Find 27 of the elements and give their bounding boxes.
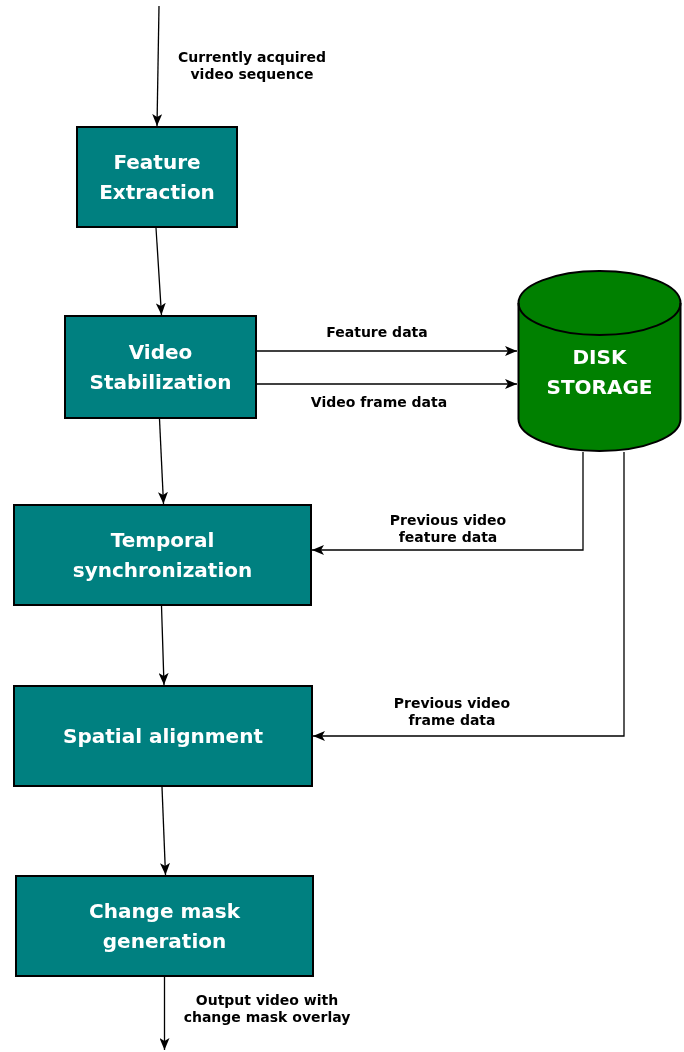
arrow — [256, 379, 518, 389]
edge-label: Feature data — [325, 324, 429, 341]
arrow — [159, 976, 170, 1051]
box-label: Change mask generation — [87, 898, 241, 955]
arrow — [311, 451, 584, 555]
process-box — [15, 875, 314, 977]
arrow — [256, 346, 518, 356]
process-box — [76, 126, 238, 228]
edge-label: Currently acquired video sequence — [177, 49, 327, 83]
edge-label: Previous video frame data — [392, 695, 512, 729]
box-label: Temporal synchronization — [71, 527, 254, 584]
box-label: Feature Extraction — [98, 149, 216, 206]
arrow — [155, 227, 166, 316]
arrow — [157, 418, 168, 505]
box-label: DISK STORAGE — [545, 343, 654, 401]
process-box — [64, 315, 257, 419]
edge-label: Output video with change mask overlay — [182, 992, 352, 1026]
arrow — [152, 5, 163, 127]
process-box — [13, 504, 312, 606]
arrow — [312, 451, 625, 741]
box-label: Video Stabilization — [88, 339, 233, 396]
arrow — [160, 786, 170, 876]
arrow — [158, 605, 169, 686]
edge-label: Video frame data — [309, 394, 449, 411]
process-box — [13, 685, 313, 787]
edge-label: Previous video feature data — [388, 512, 508, 546]
box-label: Spatial alignment — [62, 723, 264, 750]
